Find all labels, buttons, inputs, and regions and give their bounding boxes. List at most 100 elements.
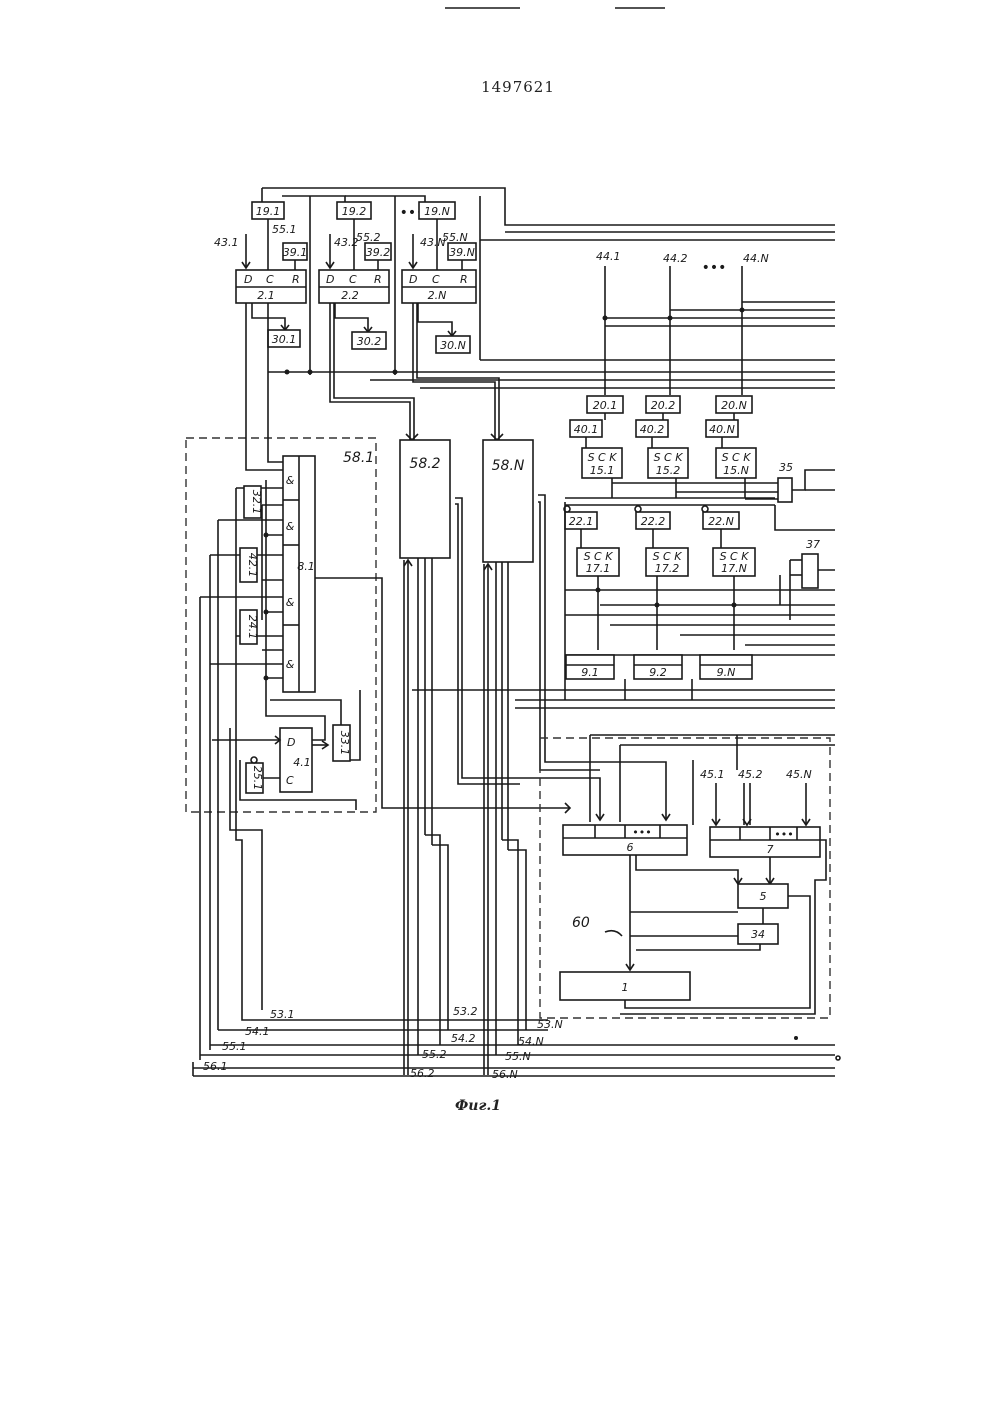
input-45-1: 45.1 [700,768,725,781]
block-35-label: 35 [779,461,793,474]
trigger-15-1-sck: S C K [588,451,618,464]
bus-55-1: 55.1 [222,1040,247,1053]
unit-22-2: 22.2 [635,506,670,529]
unit-4-1-d: D [287,736,295,749]
unit-40-N-label: 40.N [709,423,735,436]
input-44-1: 44.1 [596,250,621,263]
unit-9-N: 9.N [700,655,752,679]
unit-20-2: 20.2 [646,396,680,413]
block-6-dots: ••• [632,826,651,839]
unit-8-1-label: 8.1 [297,560,315,573]
module-58-N: 58.N [483,440,533,562]
buffer-30-1-label: 30.1 [272,333,297,346]
unit-40-2-label: 40.2 [640,423,665,436]
bus-55-N: 55.N [505,1050,531,1063]
unit-22-N-label: 22.N [708,515,734,528]
unit-4-1-c: C [286,774,294,787]
register-19-1: 19.1 [252,202,284,219]
dots-44: ••• [702,260,727,276]
and-gate-3: & [286,596,295,609]
signal-55-N-top: 55.N [442,231,468,244]
block-6-label: 6 [627,841,634,854]
unit-40-1: 40.1 [570,420,602,437]
unit-9-1-label: 9.1 [581,666,599,679]
block-5-label: 5 [760,890,767,903]
bus-53-N: 53.N [537,1018,563,1031]
module-58-2-label: 58.2 [409,456,440,472]
unit-8-1: & & & & 8.1 [283,456,315,692]
bus-55-2: 55.2 [422,1048,447,1061]
flipflop-2-2-r: R [374,273,382,286]
trigger-17-1-label: 17.1 [586,562,611,575]
and-gate-2: & [286,520,295,533]
flipflop-2-1-d: D [244,273,252,286]
unit-4-1-label: 4.1 [293,756,311,769]
unit-9-1: 9.1 [566,655,614,679]
unit-20-N: 20.N [716,396,752,413]
unit-9-N-label: 9.N [717,666,736,679]
flipflop-2-1-r: R [292,273,300,286]
bus-53-2: 53.2 [453,1005,478,1018]
block-60-pointer [605,931,622,936]
register-19-2-label: 19.2 [342,205,367,218]
flipflop-2-N-d: D [409,273,417,286]
unit-22-2-label: 22.2 [641,515,666,528]
block-7-label: 7 [767,843,774,856]
unit-24-1: 24.1 [240,610,259,644]
block-7: ••• 7 [710,827,820,857]
figure-caption: Фиг.1 [455,1098,501,1114]
block-5: 5 [738,884,788,908]
unit-24-1-label: 24.1 [246,615,259,640]
buffer-30-2: 30.2 [352,332,386,349]
trigger-17-2: S C K 17.2 [646,548,688,576]
signal-55-2-top: 55.2 [356,231,381,244]
bus-54-N: 54.N [518,1035,544,1048]
flipflop-2-N-label: 2.N [428,289,447,302]
unit-25-1-label: 25.1 [251,766,264,791]
trigger-17-N: S C K 17.N [713,548,755,576]
bus-53-1: 53.1 [270,1008,295,1021]
gate-39-2: 39.2 [365,243,391,260]
patent-number: 1497621 [481,78,555,96]
flipflop-2-1: D C R 2.1 [236,270,306,303]
input-43-2: 43.2 [334,236,359,249]
gate-39-N: 39.N [448,243,476,260]
trigger-15-2: S C K 15.2 [648,448,688,478]
register-19-2: 19.2 [337,202,371,219]
flipflop-2-2-label: 2.2 [341,289,359,302]
unit-42-1-label: 42.1 [246,553,259,578]
input-44-N: 44.N [743,252,769,265]
signal-55-1-top: 55.1 [272,223,297,236]
bus-56-1: 56.1 [203,1060,228,1073]
trigger-15-2-label: 15.2 [656,464,681,477]
module-58-N-label: 58.N [492,458,525,474]
unit-22-1: 22.1 [564,506,597,529]
trigger-15-N-label: 15.N [723,464,749,477]
register-19-N-label: 19.N [424,205,450,218]
bus-56-2: 56.2 [410,1067,435,1080]
register-19-1-label: 19.1 [256,205,281,218]
and-gate-1: & [286,474,295,487]
flipflop-2-1-c: C [266,273,274,286]
buffer-30-2-label: 30.2 [357,335,382,348]
trigger-17-N-label: 17.N [721,562,747,575]
flipflop-2-2-d: D [326,273,334,286]
unit-25-1: 25.1 [246,757,264,793]
unit-20-1-label: 20.1 [593,399,618,412]
gate-39-N-label: 39.N [449,246,475,259]
block-34-label: 34 [751,928,765,941]
block-6: ••• 6 [563,825,687,855]
gate-39-1-label: 39.1 [283,246,308,259]
module-58-2: 58.2 [400,440,450,558]
trigger-17-2-label: 17.2 [655,562,680,575]
bus-54-2: 54.2 [451,1032,476,1045]
input-45-2: 45.2 [738,768,763,781]
unit-40-1-label: 40.1 [574,423,599,436]
unit-22-N: 22.N [702,506,739,529]
unit-33-1: 33.1 [333,725,351,761]
flipflop-2-2-c: C [349,273,357,286]
bus-56-N: 56.N [492,1068,518,1081]
flipflop-2-N-c: C [432,273,440,286]
flipflop-2-1-label: 2.1 [257,289,275,302]
input-44-2: 44.2 [663,252,688,265]
